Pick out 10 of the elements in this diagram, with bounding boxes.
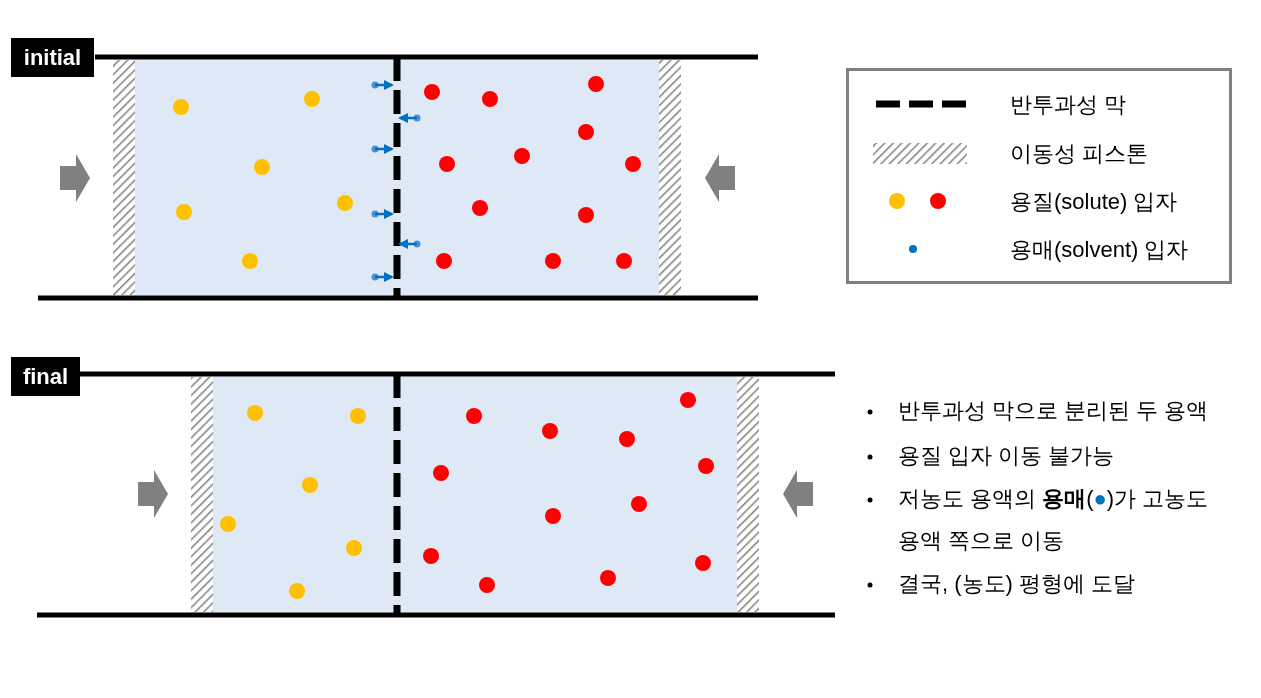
bullet-text: 용질 입자 이동 불가능 (898, 442, 1116, 470)
legend-text: 이동성 피스톤 (1010, 140, 1149, 168)
legend-text: 용매(solvent) 입자 (1010, 236, 1189, 264)
bullet-text: 저농도 용액의 용매(●)가 고농도 용액 쪽으로 이동 (898, 485, 1210, 555)
stage-label: initial (11, 38, 94, 77)
legend-text: 반투과성 막 (1010, 91, 1127, 119)
bullet-text: 결국, (농도) 평형에 도달 (898, 570, 1137, 598)
bullet-text: 반투과성 막으로 분리된 두 용액 (898, 397, 1210, 425)
legend-text: 용질(solute) 입자 (1010, 188, 1178, 216)
stage-label: final (11, 357, 80, 396)
